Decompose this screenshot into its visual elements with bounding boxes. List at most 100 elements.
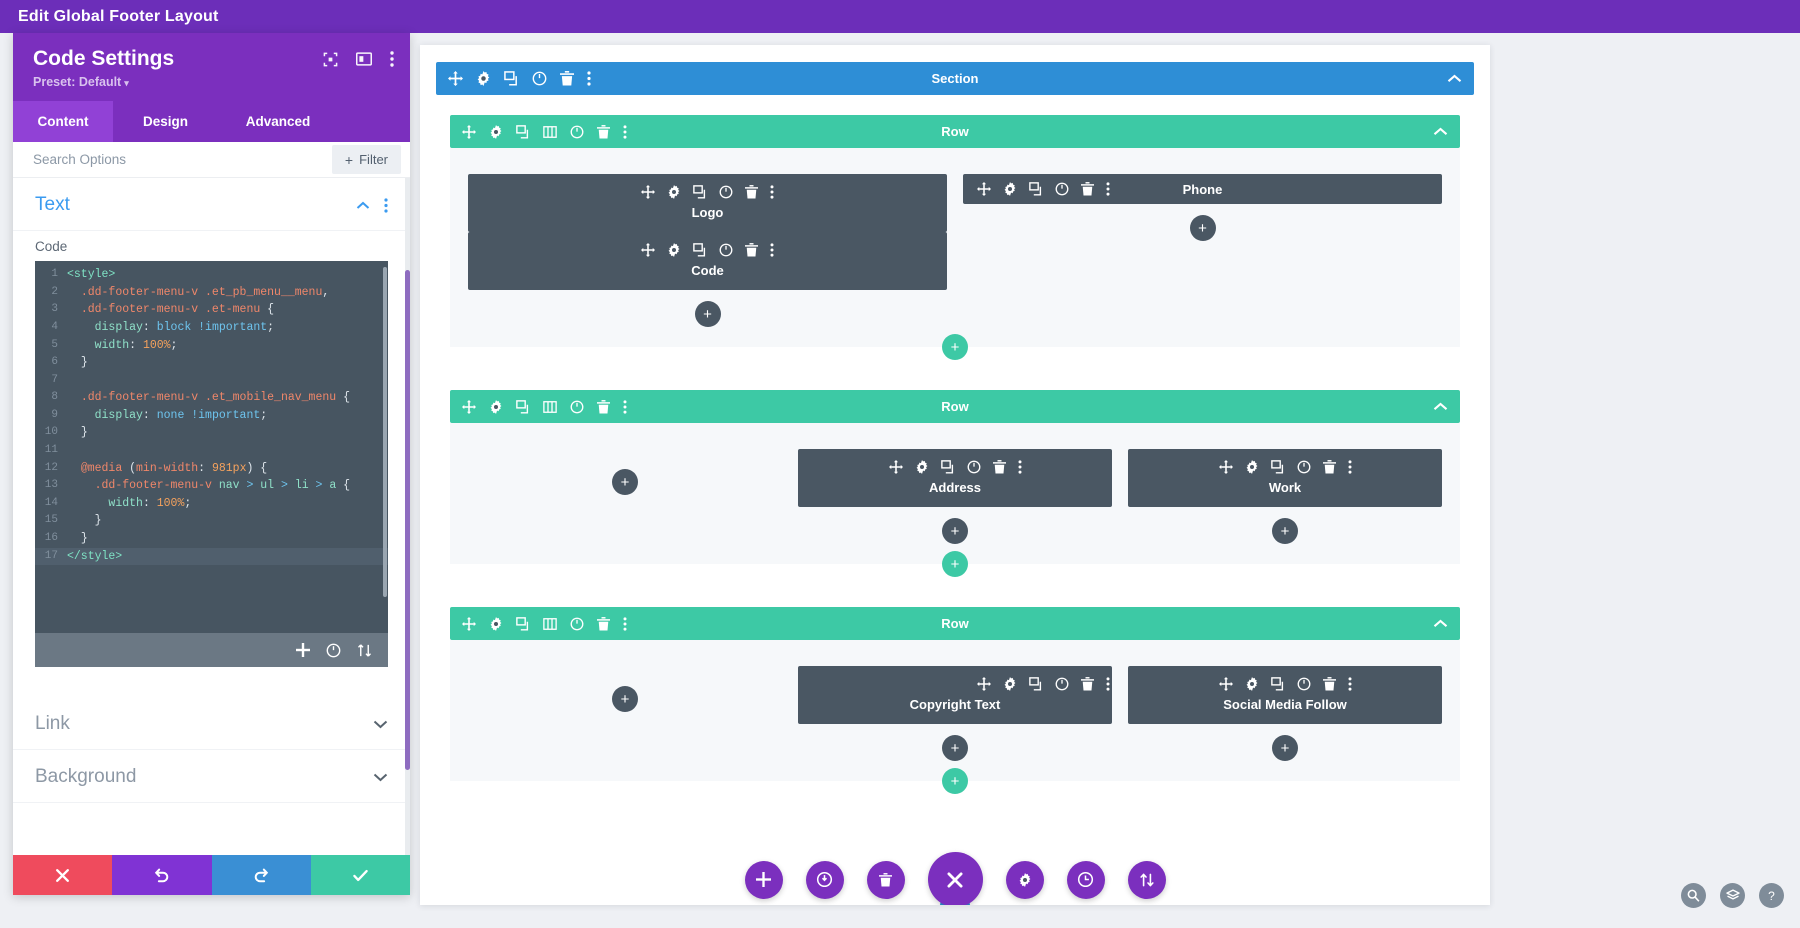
code-line[interactable]: 5 width: 100%;: [35, 337, 388, 355]
power-icon[interactable]: [967, 460, 981, 474]
row-header[interactable]: Row: [450, 115, 1460, 148]
more-vertical-icon[interactable]: [587, 71, 591, 86]
duplicate-icon[interactable]: [504, 71, 519, 86]
more-vertical-icon[interactable]: [623, 124, 627, 139]
trash-icon[interactable]: [992, 460, 1006, 474]
module-block[interactable]: Phone: [963, 174, 1442, 204]
tab-design[interactable]: Design: [142, 114, 188, 130]
chevron-down-icon[interactable]: [373, 772, 388, 782]
power-icon[interactable]: [1055, 677, 1069, 691]
trash-icon[interactable]: [597, 124, 610, 139]
code-editor[interactable]: 1<style>2 .dd-footer-menu-v .et_pb_menu_…: [35, 261, 388, 668]
move-icon[interactable]: [1218, 460, 1233, 474]
accordion-text[interactable]: Text: [13, 178, 410, 232]
section-header[interactable]: Section: [436, 62, 1474, 95]
more-vertical-icon[interactable]: [1106, 182, 1110, 196]
row-header[interactable]: Row: [450, 390, 1460, 423]
trash-icon[interactable]: [560, 71, 574, 86]
accordion-link[interactable]: Link: [13, 697, 410, 751]
search-icon[interactable]: [1681, 883, 1706, 908]
tab-content[interactable]: Content: [13, 101, 113, 143]
gear-icon[interactable]: [489, 124, 503, 139]
add-fab[interactable]: [744, 860, 783, 899]
chevron-up-icon[interactable]: [1433, 619, 1448, 628]
code-line[interactable]: 9 display: none !important;: [35, 407, 388, 425]
more-vertical-icon[interactable]: [390, 51, 394, 67]
chevron-up-icon[interactable]: [1447, 74, 1462, 83]
settings-fab[interactable]: [1005, 860, 1044, 899]
code-line[interactable]: 15 }: [35, 512, 388, 530]
add-module-button[interactable]: +: [694, 301, 721, 327]
trash-icon[interactable]: [745, 243, 758, 257]
duplicate-icon[interactable]: [693, 185, 707, 199]
save-button[interactable]: [310, 855, 410, 895]
sort-icon[interactable]: [357, 643, 372, 658]
layers-icon[interactable]: [1720, 883, 1745, 908]
chevron-up-icon[interactable]: [1433, 402, 1448, 411]
code-line[interactable]: 17</style>: [35, 547, 388, 566]
gear-icon[interactable]: [1003, 677, 1017, 691]
code-line[interactable]: 12 @media (min-width: 981px) {: [35, 460, 388, 478]
filter-button[interactable]: + Filter: [331, 145, 401, 175]
code-line[interactable]: 1<style>: [35, 266, 388, 284]
code-line[interactable]: 6 }: [35, 354, 388, 372]
code-line[interactable]: 2 .dd-footer-menu-v .et_pb_menu__menu,: [35, 284, 388, 302]
duplicate-icon[interactable]: [1270, 677, 1285, 691]
columns-icon[interactable]: [543, 400, 557, 414]
duplicate-icon[interactable]: [693, 243, 707, 257]
module-block[interactable]: Copyright Text: [798, 666, 1112, 724]
undo-button[interactable]: [112, 855, 212, 895]
question-icon[interactable]: ?: [1759, 883, 1784, 908]
move-icon[interactable]: [462, 399, 476, 414]
gear-icon[interactable]: [476, 71, 491, 86]
tab-advanced[interactable]: Advanced: [245, 114, 311, 130]
module-block[interactable]: Address: [798, 449, 1112, 507]
trash-icon[interactable]: [597, 399, 610, 414]
gear-icon[interactable]: [1245, 677, 1259, 691]
move-icon[interactable]: [462, 124, 476, 139]
power-icon[interactable]: [570, 125, 584, 139]
chevron-up-icon[interactable]: [1433, 127, 1448, 136]
layout-icon[interactable]: [356, 52, 372, 66]
power-icon[interactable]: [570, 617, 584, 631]
code-line[interactable]: 14 width: 100%;: [35, 495, 388, 513]
add-row-button[interactable]: +: [942, 551, 968, 577]
code-editor-scrollbar[interactable]: [382, 261, 388, 667]
move-icon[interactable]: [462, 616, 476, 631]
module-block[interactable]: Social Media Follow: [1128, 666, 1442, 724]
add-module-button[interactable]: +: [942, 518, 968, 544]
duplicate-icon[interactable]: [1029, 182, 1043, 196]
power-icon[interactable]: [1055, 182, 1069, 196]
add-icon[interactable]: [296, 643, 310, 658]
module-block[interactable]: Work: [1128, 449, 1442, 507]
more-vertical-icon[interactable]: [384, 198, 388, 213]
gear-icon[interactable]: [667, 243, 681, 257]
gear-icon[interactable]: [489, 616, 503, 631]
search-input[interactable]: [13, 141, 332, 178]
add-module-button[interactable]: +: [942, 735, 968, 761]
code-line[interactable]: 16 }: [35, 530, 388, 548]
row-header[interactable]: Row: [450, 607, 1460, 640]
trash-icon[interactable]: [1081, 677, 1094, 691]
code-line[interactable]: 10 }: [35, 424, 388, 442]
duplicate-icon[interactable]: [516, 616, 530, 631]
code-line[interactable]: 11: [35, 442, 388, 460]
trash-icon[interactable]: [745, 185, 758, 199]
move-icon[interactable]: [641, 243, 655, 257]
power-icon[interactable]: [719, 185, 733, 199]
power-icon[interactable]: [570, 400, 584, 414]
portability-fab[interactable]: [1127, 860, 1166, 899]
duplicate-icon[interactable]: [1270, 460, 1285, 474]
trash-icon[interactable]: [597, 616, 610, 631]
redo-button[interactable]: [211, 855, 311, 895]
move-icon[interactable]: [641, 185, 655, 199]
more-vertical-icon[interactable]: [1106, 677, 1110, 691]
add-module-button[interactable]: +: [612, 469, 638, 495]
more-vertical-icon[interactable]: [770, 185, 774, 199]
code-line[interactable]: 3 .dd-footer-menu-v .et-menu {: [35, 301, 388, 319]
module-block[interactable]: Code: [468, 232, 947, 290]
duplicate-icon[interactable]: [940, 460, 955, 474]
add-row-button[interactable]: +: [942, 768, 968, 794]
trash-fab[interactable]: [866, 860, 905, 899]
more-vertical-icon[interactable]: [1348, 677, 1352, 691]
